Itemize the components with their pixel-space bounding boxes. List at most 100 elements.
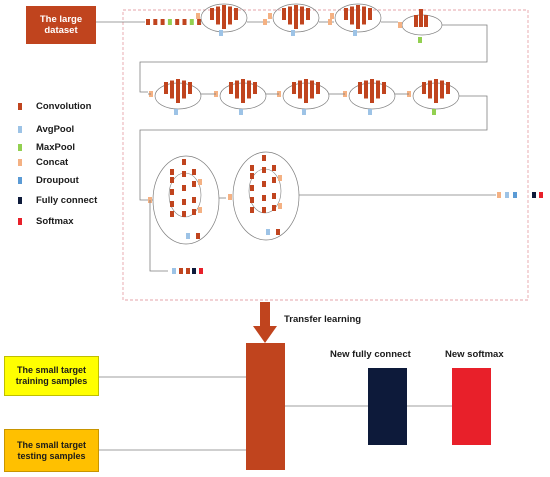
- training-samples-label: The small target training samples: [15, 365, 88, 386]
- inception-conv-block: [304, 97, 308, 103]
- fully-connect-block: [532, 192, 536, 198]
- inception-conv-block: [188, 88, 192, 94]
- maxpool-block: [418, 37, 422, 43]
- inception-conv-block: [382, 88, 386, 94]
- inception-conv-block: [164, 88, 168, 94]
- inception-conv-block: [170, 211, 174, 217]
- inception-conv-block: [294, 5, 298, 11]
- inception-conv-block: [440, 80, 444, 87]
- stem-layer: [182, 19, 187, 25]
- inception-conv-block: [170, 177, 174, 183]
- aux-conv-block: [179, 268, 183, 274]
- inception-conv-block: [262, 155, 266, 161]
- concat-block: [497, 192, 501, 198]
- legend-label-maxpool: MaxPool: [36, 141, 76, 153]
- inception-conv-block: [253, 88, 257, 94]
- row-connector: [139, 95, 488, 201]
- large-dataset-box: The large dataset: [26, 6, 96, 44]
- legend-label-concat: Concat: [36, 156, 69, 168]
- inception-conv-block: [235, 86, 239, 93]
- inception-conv-block: [228, 6, 232, 13]
- concat-block: [278, 203, 282, 209]
- inception-conv-block: [170, 86, 174, 93]
- transfer-arrow-shaft: [260, 302, 270, 326]
- legend-label-fully-connect: Fully connect: [36, 194, 98, 206]
- inception-conv-block: [170, 201, 174, 207]
- inception-conv-block: [419, 9, 423, 15]
- inception-conv-block: [298, 86, 302, 93]
- inception-conv-block: [288, 12, 292, 19]
- inception-conv-block: [241, 91, 245, 97]
- inception-conv-block: [356, 5, 360, 11]
- legend-swatch-droupout: [18, 176, 22, 184]
- inception-conv-block: [306, 14, 310, 20]
- stem-layer: [189, 19, 194, 25]
- concat-block: [268, 13, 272, 19]
- avgpool-block: [302, 109, 306, 115]
- inception-conv-block: [250, 207, 254, 213]
- legend-item-convolution: Convolution: [18, 99, 91, 113]
- inception-conv-block: [182, 159, 186, 165]
- inception-conv-block: [170, 80, 174, 87]
- inception-conv-block: [419, 21, 423, 27]
- inception-conv-block: [192, 197, 196, 203]
- inception-conv-block: [310, 86, 314, 93]
- inception-conv-block: [419, 15, 423, 21]
- inception-conv-block: [247, 86, 251, 93]
- avgpool-block: [368, 109, 372, 115]
- inception-conv-block: [424, 21, 428, 27]
- inception-conv-block: [350, 18, 354, 25]
- inception-conv-block: [440, 92, 444, 99]
- aux-conv-block: [186, 268, 190, 274]
- inception-conv-block: [235, 92, 239, 99]
- inception-conv-block: [222, 17, 226, 23]
- inception-conv-block: [272, 205, 276, 211]
- inception-conv-block: [376, 92, 380, 99]
- concat-block: [263, 19, 267, 25]
- inception-conv-block: [210, 8, 214, 14]
- stem-layer: [167, 19, 172, 25]
- inception-conv-block: [446, 82, 450, 88]
- concat-block: [198, 179, 202, 185]
- inception-conv-block: [210, 14, 214, 20]
- row-connector: [139, 24, 488, 93]
- legend-item-maxpool: MaxPool: [18, 140, 75, 154]
- testing-samples-box: The small target testing samples: [4, 429, 99, 472]
- stem-layer: [153, 19, 158, 25]
- concat-block: [228, 194, 232, 200]
- inception-conv-block: [414, 21, 418, 27]
- concat-block: [278, 175, 282, 181]
- inception-conv-block: [356, 11, 360, 17]
- inception-conv-block: [300, 12, 304, 19]
- inception-conv-block: [362, 18, 366, 25]
- legend-item-softmax: Softmax: [18, 214, 73, 228]
- legend-swatch-softmax: [18, 217, 22, 225]
- inception-conv-block: [192, 181, 196, 187]
- inception-conv-block: [229, 82, 233, 88]
- inception-module-outline: [200, 3, 248, 33]
- inception-conv-block: [222, 23, 226, 29]
- inception-conv-block: [440, 86, 444, 93]
- inception-conv-block: [164, 82, 168, 88]
- inception-conv-block: [228, 18, 232, 25]
- concat-block: [328, 19, 332, 25]
- inception-conv-block: [350, 6, 354, 13]
- inception-conv-block: [304, 79, 308, 85]
- softmax-block: [539, 192, 543, 198]
- inception-conv-block: [428, 92, 432, 99]
- inception-conv-block: [228, 12, 232, 19]
- legend-label-avgpool: AvgPool: [36, 123, 75, 135]
- legend-item-concat: Concat: [18, 155, 68, 169]
- inception-conv-block: [310, 80, 314, 87]
- inception-conv-block: [370, 79, 374, 85]
- inception-conv-block: [192, 209, 196, 215]
- dropout-block: [513, 192, 517, 198]
- inception-conv-block: [422, 82, 426, 88]
- new-fully-connect-block: [368, 368, 407, 445]
- legend-swatch-concat: [18, 158, 22, 166]
- inception-conv-block: [196, 233, 200, 239]
- testing-samples-label: The small target testing samples: [16, 439, 87, 461]
- aux-fully-connect-block: [192, 268, 196, 274]
- inception-conv-block: [350, 12, 354, 19]
